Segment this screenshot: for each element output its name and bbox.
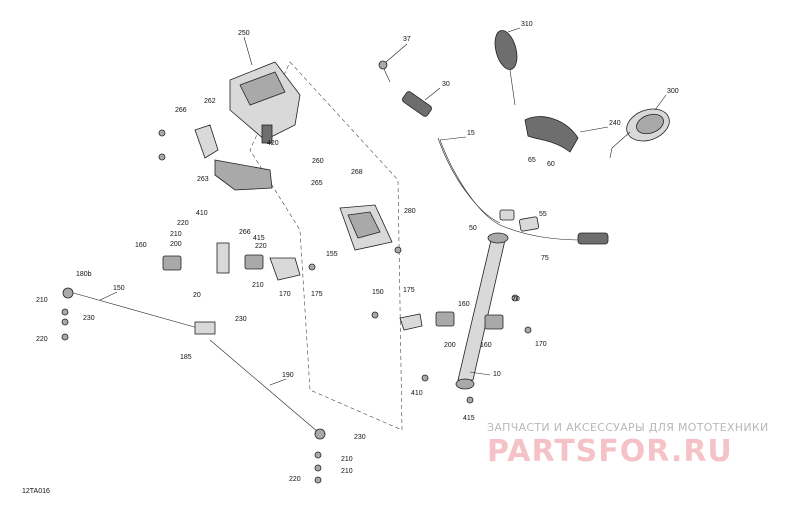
callout: 30	[442, 81, 450, 88]
callout: 266	[175, 107, 187, 114]
callout: 185	[180, 354, 192, 361]
callout: 230	[354, 434, 366, 441]
callout: 220	[177, 220, 189, 227]
mirror-left	[494, 30, 518, 106]
plate-280	[339, 204, 393, 251]
handlebar	[437, 137, 609, 245]
callout: 300	[667, 88, 679, 95]
callout: 210	[36, 297, 48, 304]
handlebar-cover	[524, 116, 579, 153]
callout-labels: 250 262 266 263 260 265 268 280 420 410 …	[36, 21, 679, 483]
callout: 210	[341, 456, 353, 463]
callout: 10	[493, 371, 501, 378]
callout: 170	[535, 341, 547, 348]
callout: 55	[539, 211, 547, 218]
callout: 190	[282, 372, 294, 379]
callout: 310	[521, 21, 533, 28]
callout: 160	[458, 301, 470, 308]
callout: 210	[252, 282, 264, 289]
callout: 220	[36, 336, 48, 343]
callout: 20	[193, 292, 201, 299]
callout: 420	[267, 140, 279, 147]
bracket-262	[194, 124, 219, 159]
callout: 200	[444, 342, 456, 349]
fasteners	[61, 129, 532, 484]
grip	[402, 91, 432, 117]
eps-unit	[229, 61, 301, 144]
lower-column-parts	[162, 242, 301, 281]
watermark-logo: PARTSFOR.RU	[487, 434, 733, 469]
steering-column	[455, 232, 509, 390]
callout: 15	[467, 130, 475, 137]
callout: 220	[255, 243, 267, 250]
watermark-caption: ЗАПЧАСТИ И АКСЕССУАРЫ ДЛЯ МОТОТЕХНИКИ	[487, 421, 769, 434]
callout: 50	[469, 225, 477, 232]
callout: 220	[289, 476, 301, 483]
callout: 170	[279, 291, 291, 298]
callout: 230	[83, 315, 95, 322]
callout: 150	[113, 285, 125, 292]
callout: 70	[512, 296, 520, 303]
callout: 150	[372, 289, 384, 296]
tie-rod-150	[62, 287, 216, 335]
callout: 260	[312, 158, 324, 165]
callout: 240	[609, 120, 621, 127]
screw-37	[378, 60, 391, 83]
callout: 415	[463, 415, 475, 422]
callout: 230	[235, 316, 247, 323]
callout: 280	[404, 208, 416, 215]
callout: 60	[547, 161, 555, 168]
callout: 160	[480, 342, 492, 349]
watermark: ЗАПЧАСТИ И АКСЕССУАРЫ ДЛЯ МОТОТЕХНИКИ PA…	[487, 421, 787, 469]
center-bearings	[399, 311, 504, 331]
leader-lines	[99, 27, 667, 386]
callout: 180b	[76, 271, 92, 278]
callout: 410	[411, 390, 423, 397]
callout: 75	[541, 255, 549, 262]
callout: 415	[253, 235, 265, 242]
callout: 265	[311, 180, 323, 187]
callout: 160	[135, 242, 147, 249]
callout: 266	[239, 229, 251, 236]
callout: 65	[528, 157, 536, 164]
callout: 175	[403, 287, 415, 294]
bracket-263	[214, 159, 273, 191]
callout: 200	[170, 241, 182, 248]
diagram-reference-code: 12TA016	[22, 488, 50, 495]
callout: 210	[341, 468, 353, 475]
tie-rod-190	[209, 339, 326, 440]
callout: 155	[326, 251, 338, 258]
callout: 37	[403, 36, 411, 43]
callout: 262	[204, 98, 216, 105]
assembly-dashed-frame	[249, 61, 403, 431]
callout: 250	[238, 30, 250, 37]
callout: 175	[311, 291, 323, 298]
callout: 263	[197, 176, 209, 183]
mirror-right	[609, 108, 670, 159]
callout: 210	[170, 231, 182, 238]
callout: 410	[196, 210, 208, 217]
callout: 268	[351, 169, 363, 176]
